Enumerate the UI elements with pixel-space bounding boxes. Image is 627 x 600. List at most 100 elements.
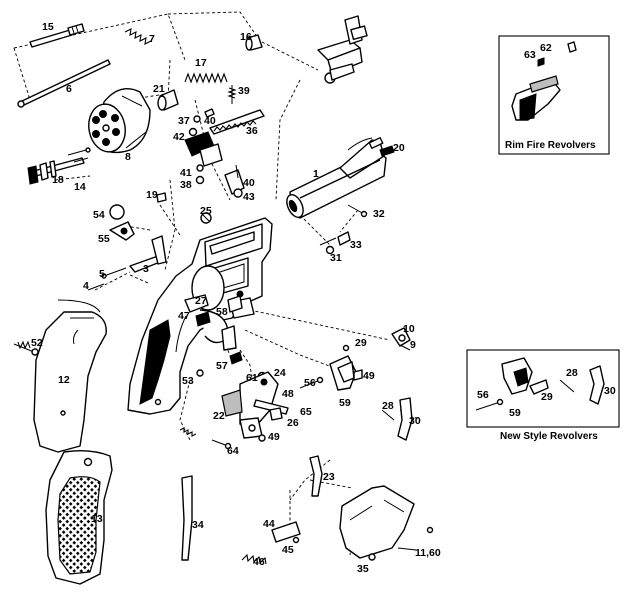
callout-29-newstyle: 29 [541, 391, 553, 403]
callout-47: 47 [178, 310, 190, 322]
callout-61: 61 [246, 372, 258, 384]
spring-part-23 [309, 455, 323, 497]
pin-part-39 [227, 85, 237, 104]
pins-part-14 [67, 147, 91, 163]
parts-26-49-64 [211, 407, 283, 450]
callout-58: 58 [216, 306, 228, 318]
callout-35: 35 [357, 563, 369, 575]
frame-small-parts [195, 295, 243, 327]
callout-28: 28 [382, 400, 394, 412]
callout-1: 1 [313, 168, 319, 180]
callout-56: 56 [304, 377, 316, 389]
pin-part-32 [347, 204, 368, 218]
callout-34: 34 [192, 519, 204, 531]
callout-30-newstyle: 30 [604, 385, 616, 397]
callout-49: 49 [363, 370, 375, 382]
callout-28-newstyle: 28 [566, 367, 578, 379]
callout-48: 48 [282, 388, 294, 400]
callout-44: 44 [263, 518, 275, 530]
callout-46: 46 [253, 556, 265, 568]
extractor-part-18 [27, 157, 85, 185]
bushing-part-16 [245, 34, 263, 51]
hand-part-37 [188, 108, 215, 137]
callout-52: 52 [31, 337, 43, 349]
callout-5: 5 [99, 268, 105, 280]
callout-16: 16 [240, 31, 252, 43]
callout-40b: 40 [243, 177, 255, 189]
callout-43: 43 [243, 191, 255, 203]
caption-newstyle: New Style Revolvers [500, 431, 598, 442]
callout-55: 55 [98, 233, 110, 245]
barrel-part-1 [286, 137, 387, 219]
trigger-part-30 [381, 397, 413, 441]
callout-59: 59 [339, 397, 351, 409]
callout-11-60: 11,60 [415, 547, 441, 559]
cylinder-stop-assembly [184, 131, 245, 198]
callout-27: 27 [195, 295, 207, 307]
callout-29: 29 [355, 337, 367, 349]
callout-23: 23 [323, 471, 335, 483]
callout-13: 13 [91, 513, 103, 525]
callout-7: 7 [149, 33, 155, 45]
callout-38: 38 [180, 179, 192, 191]
callout-37: 37 [178, 115, 190, 127]
callout-9: 9 [410, 339, 416, 351]
callout-6: 6 [66, 83, 72, 95]
callout-54: 54 [93, 209, 105, 221]
callout-12: 12 [58, 374, 70, 386]
callout-labels: 15 7 16 17 6 21 39 37 40 36 42 8 41 38 4… [31, 21, 441, 575]
callout-33: 33 [350, 239, 362, 251]
callout-10: 10 [403, 323, 415, 335]
callout-56-newstyle: 56 [477, 389, 489, 401]
latch-parts-31-33 [319, 231, 351, 255]
cylinder-part-8 [88, 88, 151, 154]
callout-36: 36 [246, 125, 258, 137]
yoke-lock-assembly [317, 15, 368, 84]
callout-25: 25 [200, 205, 212, 217]
callout-17: 17 [195, 57, 207, 69]
callout-19: 19 [146, 189, 158, 201]
callout-57: 57 [216, 360, 228, 372]
callout-45: 45 [282, 544, 294, 556]
mainspring-part-34 [181, 475, 193, 561]
spring-part-7 [124, 28, 152, 45]
callout-64: 64 [227, 445, 239, 457]
inset-rimfire: 62 63 Rim Fire Revolvers [498, 35, 610, 155]
callout-53: 53 [182, 375, 194, 387]
caption-rimfire: Rim Fire Revolvers [505, 140, 596, 151]
spring-under-frame [179, 427, 197, 437]
inset-newstyle: 56 59 29 28 30 New Style Revolvers [466, 349, 620, 442]
callout-21: 21 [153, 83, 165, 95]
small-screws-19-25 [156, 192, 212, 224]
callout-14: 14 [74, 181, 86, 193]
hammer-part-36 [209, 109, 265, 135]
rebound-slide-44-46 [241, 521, 301, 565]
callout-63-rimfire: 63 [524, 49, 536, 61]
callout-41: 41 [180, 167, 192, 179]
callout-30: 30 [409, 415, 421, 427]
center-pin-part-6 [17, 59, 111, 108]
callout-15: 15 [42, 21, 54, 33]
callout-22: 22 [213, 410, 225, 422]
hammer-group-29-59 [299, 344, 363, 391]
callout-32: 32 [373, 208, 385, 220]
callout-59-newstyle: 59 [509, 407, 521, 419]
thumbpiece-part-54-55 [109, 204, 135, 241]
callout-3: 3 [143, 263, 149, 275]
sleeve-part-21 [157, 89, 179, 111]
callout-62-rimfire: 62 [540, 42, 552, 54]
latch-part-10 [391, 327, 411, 351]
callout-49b: 49 [268, 431, 280, 443]
grip-part-12 [33, 299, 107, 453]
callout-18: 18 [52, 174, 64, 186]
callout-40: 40 [204, 115, 216, 127]
callout-4: 4 [83, 280, 89, 292]
grip-part-13 [45, 449, 113, 585]
sideplate-part-35 [339, 485, 434, 561]
callout-42: 42 [173, 131, 185, 143]
spring-part-17 [184, 72, 228, 84]
callout-39: 39 [238, 85, 250, 97]
sight-pin-part-20 [379, 145, 395, 157]
